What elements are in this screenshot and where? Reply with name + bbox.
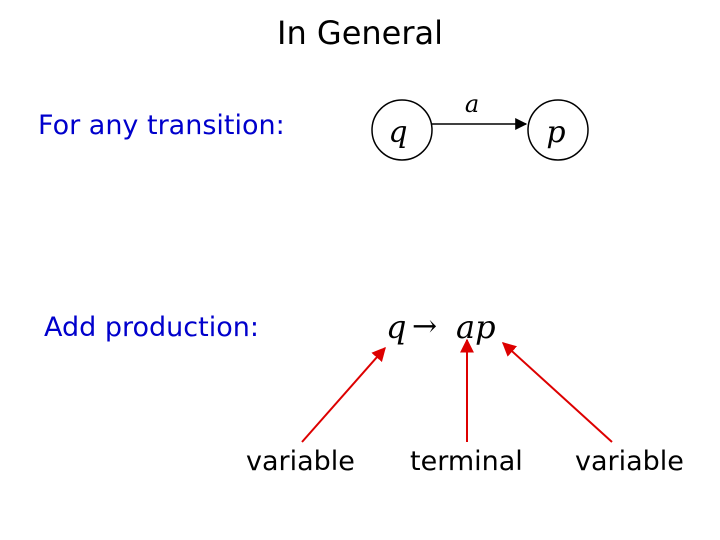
arrow-left-variable	[301, 346, 386, 443]
state-p-label: p	[546, 115, 565, 150]
annotation-left-variable: variable	[246, 446, 355, 477]
transition-symbol: a	[465, 90, 479, 118]
state-q: q	[371, 99, 433, 161]
state-p-circle	[527, 99, 589, 161]
arrow-right-variable	[501, 342, 613, 443]
production-lhs: q	[386, 308, 406, 346]
transition-label: For any transition:	[38, 110, 285, 141]
production-label: Add production:	[44, 312, 259, 343]
state-q-label: q	[388, 115, 407, 150]
production-arrow: →	[412, 309, 437, 344]
state-p: p	[527, 99, 589, 161]
page-title: In General	[277, 14, 443, 52]
state-q-circle	[371, 99, 433, 161]
annotation-terminal: terminal	[410, 446, 523, 477]
production-rhs: ap	[456, 308, 496, 346]
annotation-right-variable: variable	[575, 446, 684, 477]
